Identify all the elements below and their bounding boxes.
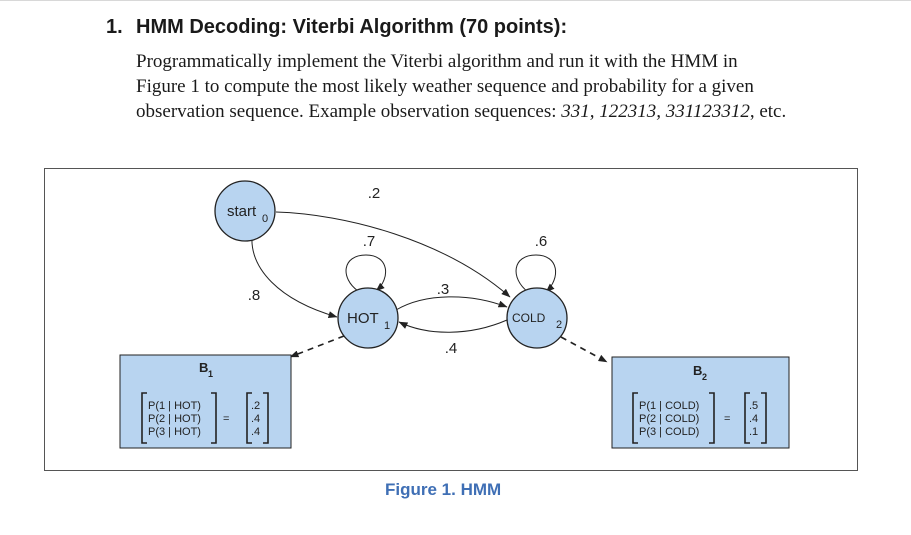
label-start-to-hot: .8: [248, 287, 261, 304]
b1-row-3: P(3 | HOT): [148, 426, 201, 438]
b1-right-bracket-open: [246, 392, 252, 444]
question-number: 1.: [106, 16, 123, 38]
edge-cold-to-hot: [398, 319, 508, 333]
node-start-label: start: [227, 203, 257, 220]
edge-hot-self-loop: [345, 254, 387, 292]
b2-title-subscript: 2: [702, 372, 707, 382]
example-sequences: 331, 122313, 331123312: [561, 101, 750, 122]
description-line-3: observation sequence. Example observatio…: [136, 99, 876, 124]
b1-value-1: .2: [251, 400, 260, 412]
description-line-2: Figure 1 to compute the most likely weat…: [136, 76, 754, 97]
node-start-subscript: 0: [262, 213, 268, 225]
b1-left-bracket-close: [211, 392, 217, 444]
question-description: Programmatically implement the Viterbi a…: [136, 49, 876, 124]
node-hot-subscript: 1: [384, 320, 390, 332]
node-hot-label: HOT: [347, 310, 379, 327]
b1-row-1: P(1 | HOT): [148, 400, 201, 412]
label-cold-self: .6: [535, 233, 548, 250]
node-start: start 0: [214, 180, 276, 242]
question-title: HMM Decoding: Viterbi Algorithm (70 poin…: [136, 16, 568, 38]
description-line-3-prefix: observation sequence. Example observatio…: [136, 101, 562, 122]
figure-caption: Figure 1. HMM: [385, 480, 502, 499]
b2-row-1: P(1 | COLD): [639, 400, 699, 412]
b2-row-3: P(3 | COLD): [639, 426, 699, 438]
node-cold-subscript: 2: [556, 319, 562, 331]
b2-right-bracket-close: [761, 392, 767, 444]
b2-value-2: .4: [749, 413, 758, 425]
edge-start-to-hot: [251, 235, 338, 319]
description-line-3-suffix: , etc.: [749, 101, 787, 122]
top-divider: [0, 0, 911, 1]
b2-row-2: P(2 | COLD): [639, 413, 699, 425]
b2-value-1: .5: [749, 400, 758, 412]
b1-value-3: .4: [251, 426, 260, 438]
edge-start-to-cold: [275, 211, 511, 298]
node-cold: COLD 2: [506, 287, 568, 349]
b1-title-subscript: 1: [208, 369, 213, 379]
edge-hot-to-cold: [395, 296, 508, 311]
label-start-to-cold: .2: [368, 185, 381, 202]
b1-title: B: [199, 360, 208, 375]
b1-row-2: P(2 | HOT): [148, 413, 201, 425]
b2-equals: =: [724, 413, 730, 425]
label-cold-to-hot: .4: [445, 340, 458, 357]
emission-box-b1: B 1 P(1 | HOT) P(2 | HOT) P(3 | HOT) = .…: [119, 354, 292, 449]
b2-right-bracket-open: [744, 392, 750, 444]
b1-equals: =: [223, 413, 229, 425]
node-cold-label: COLD: [512, 311, 546, 325]
question-heading: 1. HMM Decoding: Viterbi Algorithm (70 po…: [106, 16, 567, 39]
b2-title: B: [693, 363, 702, 378]
b2-left-bracket-close: [709, 392, 715, 444]
b2-value-3: .1: [749, 426, 758, 438]
description-line-1: Programmatically implement the Viterbi a…: [136, 51, 738, 72]
node-hot: HOT 1: [337, 287, 399, 349]
b2-left-bracket-open: [632, 392, 638, 444]
emission-edge-hot: [289, 335, 345, 358]
b1-value-2: .4: [251, 413, 260, 425]
label-hot-self: .7: [363, 233, 376, 250]
edge-cold-self-loop: [515, 254, 557, 293]
emission-box-b2: B 2 P(1 | COLD) P(2 | COLD) P(3 | COLD) …: [611, 356, 790, 449]
label-hot-to-cold: .3: [437, 281, 450, 298]
emission-edge-cold: [560, 336, 608, 363]
b1-left-bracket-open: [141, 392, 147, 444]
b1-right-bracket-close: [263, 392, 269, 444]
